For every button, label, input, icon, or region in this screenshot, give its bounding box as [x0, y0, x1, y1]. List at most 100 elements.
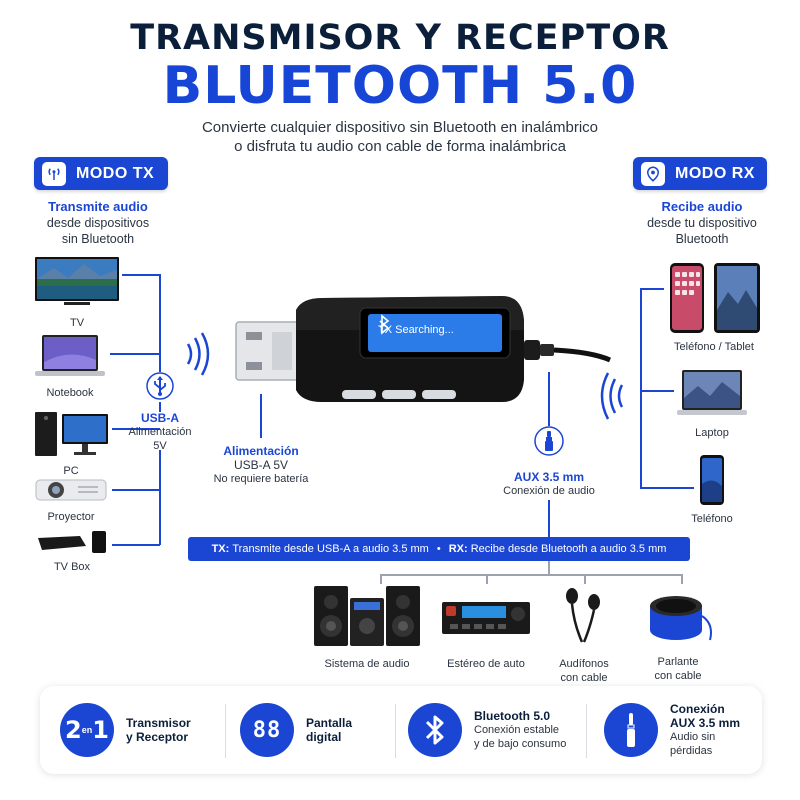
subtitle-line2: o disfruta tu audio con cable de forma i… [234, 138, 566, 155]
power-label-group: Alimentación USB-A 5V No requiere baterí… [205, 444, 317, 486]
aux-label: AUX 3.5 mm [513, 470, 585, 484]
device-screen-text: TX Searching... [378, 324, 454, 336]
tx-device-tvbox: TV Box [32, 528, 112, 573]
connector-line [112, 489, 160, 491]
wireless-waves-icon [596, 372, 626, 420]
rx-device-phone-tablet: Teléfono / Tablet [664, 262, 764, 353]
usb-sub2: 5V [153, 440, 167, 452]
connector-line [584, 574, 586, 584]
feature-bluetooth: Bluetooth 5.0 Conexión estable y de bajo… [408, 698, 578, 762]
tx-device-projector: Proyector [32, 474, 110, 523]
connector-line [640, 288, 664, 290]
divider [395, 704, 396, 758]
rx-head-line2: desde tu dispositivo [647, 216, 757, 230]
feature-title1: Conexión [670, 702, 725, 716]
rx-mode-badge: MODO RX [633, 157, 767, 190]
feature-sub1: Conexión estable [474, 724, 560, 736]
connector-line [548, 561, 550, 575]
output-speaker: Parlante con cable [640, 586, 716, 683]
feature-display: 88 Pantalla digital [240, 698, 390, 762]
feature-sub2: y de bajo consumo [474, 738, 567, 750]
output-label: con cable [560, 672, 608, 684]
tx-description: Transmite audio desde dispositivos sin B… [28, 199, 168, 247]
divider [586, 704, 587, 758]
tx-device-label: Notebook [46, 387, 94, 399]
connector-line [548, 500, 550, 538]
connector-line [112, 428, 160, 430]
feature-title2: AUX 3.5 mm [670, 716, 741, 730]
digital-display-icon: 88 [240, 703, 294, 757]
feature-aux: Conexión AUX 3.5 mm Audio sin pérdidas [604, 698, 760, 762]
feature-title2: y Receptor [126, 730, 189, 744]
connector-line [640, 487, 694, 489]
tx-head-line3: sin Bluetooth [61, 232, 135, 246]
rx-device-phone: Teléfono [684, 454, 740, 525]
connector-line [122, 274, 160, 276]
bluetooth-adapter-device [232, 290, 612, 410]
laptop-icon [677, 370, 747, 415]
connector-line [640, 288, 642, 488]
rx-head-bold: Recibe audio [661, 199, 743, 214]
output-label: Audífonos [559, 658, 609, 670]
tx-mode-badge: MODO TX [34, 157, 168, 190]
feature-title1: Bluetooth 5.0 [474, 709, 551, 723]
tvbox-icon [38, 531, 106, 553]
connector-line [486, 574, 488, 584]
connector-line [159, 402, 161, 412]
banner-separator: • [436, 543, 441, 555]
output-label: Estéreo de auto [447, 658, 525, 670]
output-label: Parlante [657, 656, 699, 668]
banner-rx-text: Recibe desde Bluetooth a audio 3.5 mm [470, 543, 667, 555]
projector-icon [35, 479, 107, 501]
earphones-icon [566, 588, 600, 643]
speaker-icon [650, 596, 712, 641]
wireless-waves-icon [184, 332, 214, 376]
aux-line2: Conexión de audio [503, 485, 595, 497]
tv-icon [35, 257, 119, 305]
rx-device-label: Teléfono / Tablet [674, 341, 754, 353]
output-label: con cable [654, 670, 702, 682]
connector-line [548, 372, 550, 426]
connector-line [640, 390, 674, 392]
output-headphones: Audífonos con cable [550, 584, 618, 685]
tx-device-label: TV [69, 317, 85, 329]
feature-title1: Pantalla [306, 716, 353, 730]
sound-system-icon [314, 586, 420, 646]
tx-head-bold: Transmite audio [48, 199, 148, 214]
rx-description: Recibe audio desde tu dispositivo Blueto… [632, 199, 772, 247]
connector-line [260, 394, 262, 438]
tx-device-tv: TV [32, 256, 122, 329]
tx-device-label: Proyector [47, 511, 95, 523]
banner-tx-key: TX: [211, 543, 230, 555]
output-sound-system: Sistema de audio [312, 584, 422, 671]
usb-icon [146, 372, 174, 400]
power-line2: USB-A 5V [233, 458, 289, 472]
aux-plug-icon [604, 703, 658, 757]
feature-title1: Transmisor [126, 716, 191, 730]
page-title-line1: TRANSMISOR Y RECEPTOR [130, 18, 670, 58]
output-car-stereo: Estéreo de auto [440, 600, 532, 671]
rx-mode-label: MODO RX [675, 164, 755, 182]
usb-sub1: Alimentación [128, 426, 192, 438]
notebook-icon [35, 335, 105, 376]
connector-line [110, 353, 160, 355]
rx-device-label: Teléfono [691, 513, 733, 525]
feature-title2: digital [306, 730, 342, 744]
divider [225, 704, 226, 758]
power-label: Alimentación [223, 444, 299, 458]
usb-label-group: USB-A Alimentación 5V [120, 411, 200, 453]
mode-summary-banner: TX: Transmite desde USB-A a audio 3.5 mm… [188, 537, 690, 561]
phone-tablet-icon [670, 263, 760, 333]
banner-rx-key: RX: [448, 543, 468, 555]
rx-head-line3: Bluetooth [675, 232, 729, 246]
connector-line [380, 574, 682, 576]
tx-device-label: PC [63, 465, 79, 477]
connector-line [380, 574, 382, 584]
connector-line [159, 274, 161, 372]
rx-device-laptop: Laptop [674, 368, 750, 439]
aux-jack-icon [534, 426, 564, 456]
phone-icon [700, 455, 724, 505]
output-label: Sistema de audio [324, 658, 410, 670]
page-subtitle: Convierte cualquier dispositivo sin Blue… [0, 118, 800, 156]
